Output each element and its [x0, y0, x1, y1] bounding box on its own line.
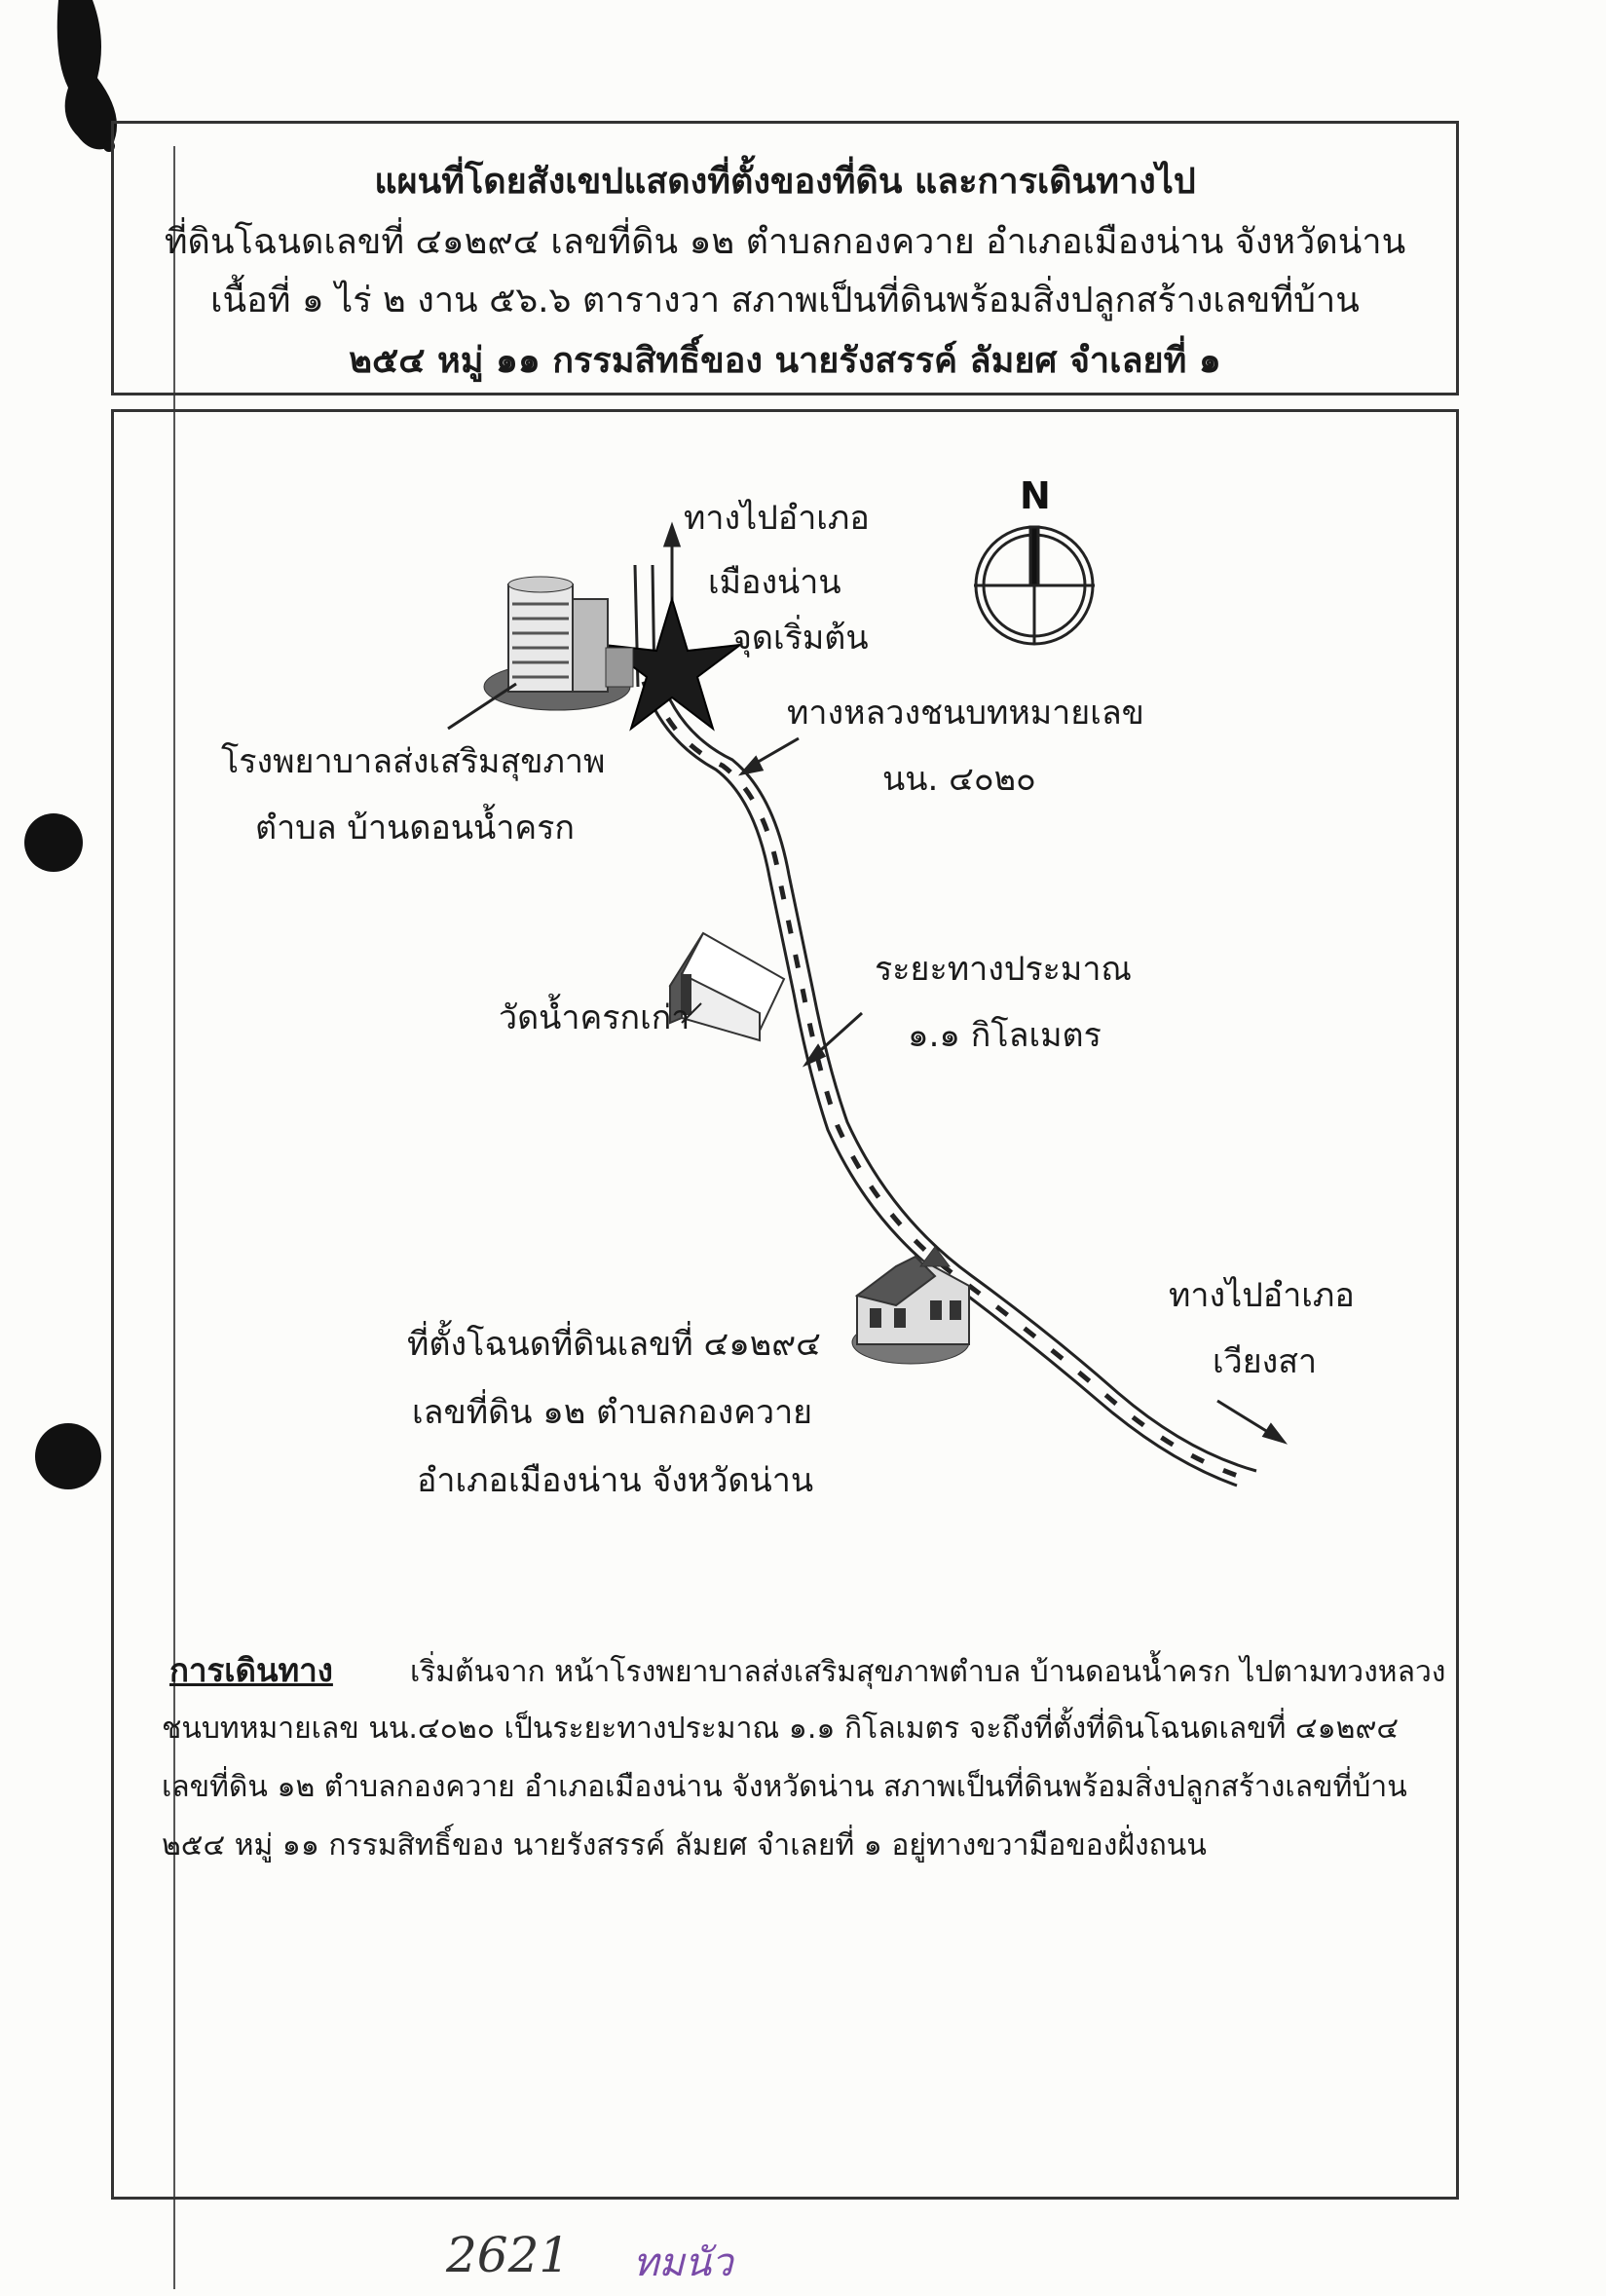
hospital-pointer — [447, 682, 517, 731]
arrow-to-wiang-sa — [1216, 1399, 1289, 1445]
label-highway-1: ทางหลวงชนบทหมายเลข — [787, 694, 1144, 733]
hospital-building-icon — [483, 576, 634, 711]
label-land-location-2: เลขที่ดิน ๑๒ ตำบลกองควาย — [412, 1393, 813, 1432]
title-line-3: เนื้อที่ ๑ ไร่ ๒ งาน ๕๖.๖ ตารางวา สภาพเป… — [210, 281, 1360, 320]
title-line-1: แผนที่โดยสังเขปแสดงที่ตั้งของที่ดิน และก… — [374, 162, 1196, 202]
compass-north-label: N — [1020, 474, 1051, 517]
compass-icon — [974, 525, 1095, 646]
road — [641, 681, 1257, 1487]
map-frame — [111, 409, 1459, 2200]
temple-icon — [668, 931, 786, 1042]
margin-line — [173, 146, 175, 2289]
label-to-wiang-sa-2: เวียงสา — [1213, 1342, 1318, 1381]
label-to-mueang-nan-1: ทางไปอำเภอ — [684, 499, 870, 538]
land-house-icon — [851, 1246, 970, 1365]
label-to-mueang-nan-2: เมืองน่าน — [708, 563, 841, 602]
directions-line-3: เลขที่ดิน ๑๒ ตำบลกองควาย อำเภอเมืองน่าน … — [162, 1770, 1407, 1804]
title-line-4: ๒๕๔ หมู่ ๑๑ กรรมสิทธิ์ของ นายรังสรรค์ ลั… — [349, 341, 1221, 381]
temple-pointer — [681, 1002, 702, 1024]
label-land-location-1: ที่ตั้งโฉนดที่ดินเลขที่ ๔๑๒๙๔ — [407, 1325, 821, 1364]
handwritten-number: 2621 — [446, 2227, 571, 2283]
label-hospital-2: ตำบล บ้านดอนน้ำครก — [255, 809, 575, 847]
directions-line-1: เริ่มต้นจาก หน้าโรงพยาบาลส่งเสริมสุขภาพต… — [410, 1655, 1446, 1689]
directions-heading: การเดินทาง — [169, 1651, 333, 1689]
label-start-point: จุดเริ่มต้น — [732, 619, 869, 658]
start-star-icon — [600, 595, 744, 732]
label-distance-2: ๑.๑ กิโลเมตร — [908, 1016, 1102, 1055]
label-distance-1: ระยะทางประมาณ — [875, 950, 1132, 989]
label-highway-2: นน. ๔๐๒๐ — [882, 760, 1036, 799]
title-line-2: ที่ดินโฉนดเลขที่ ๔๑๒๙๔ เลขที่ดิน ๑๒ ตำบล… — [164, 222, 1406, 262]
label-temple: วัดน้ำครกเก่า — [499, 998, 691, 1037]
label-land-location-3: อำเภอเมืองน่าน จังหวัดน่าน — [417, 1461, 814, 1500]
arrow-highway — [737, 736, 800, 776]
directions-line-2: ชนบทหมายเลข นน.๔๐๒๐ เป็นระยะทางประมาณ ๑.… — [162, 1712, 1400, 1746]
arrow-distance — [802, 1011, 864, 1068]
label-to-wiang-sa-1: ทางไปอำเภอ — [1169, 1276, 1355, 1315]
label-hospital-1: โรงพยาบาลส่งเสริมสุขภาพ — [221, 742, 606, 781]
handwritten-note: ทมนัว — [633, 2240, 733, 2285]
title-box: แผนที่โดยสังเขปแสดงที่ตั้งของที่ดิน และก… — [111, 121, 1459, 395]
directions-line-4: ๒๕๔ หมู่ ๑๑ กรรมสิทธิ์ของ นายรังสรรค์ ลั… — [162, 1828, 1207, 1863]
